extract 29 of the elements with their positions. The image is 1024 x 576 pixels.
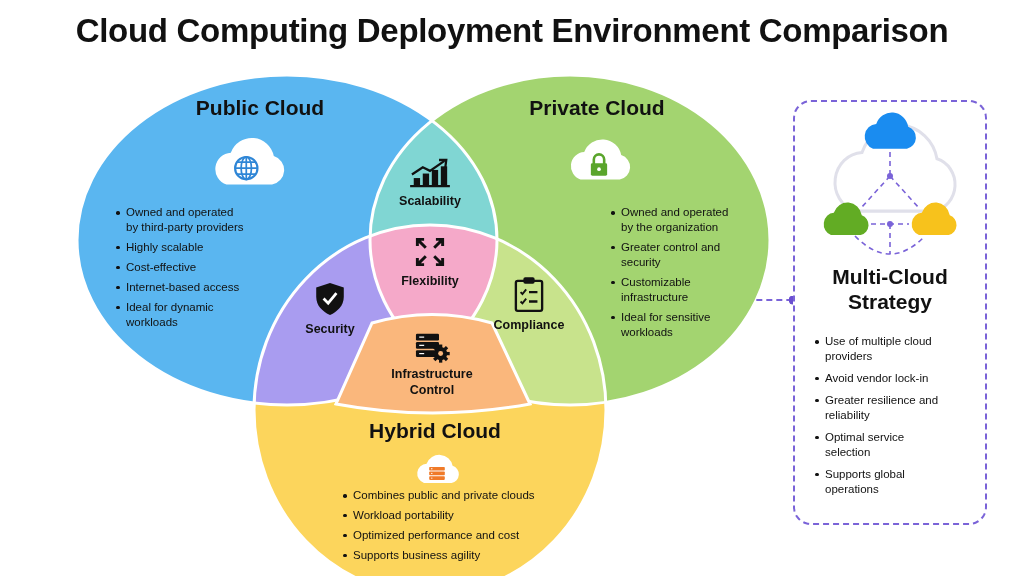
strategy-panel — [793, 100, 987, 525]
circle-heading: Private Cloud — [528, 95, 666, 121]
region-label: Infrastructure Control — [390, 367, 474, 399]
circle-heading: Public Cloud — [194, 95, 326, 121]
bullet-item: Highly scalable — [115, 239, 247, 255]
diagram-title: Cloud Computing Deployment Environment Comparison — [74, 12, 950, 50]
bullet-item: Supports business agility — [342, 547, 562, 563]
bullet-item: Workload portability — [342, 507, 562, 523]
bullet-item: Cost-effective — [115, 259, 247, 275]
bullet-item: Ideal for dynamic workloads — [115, 299, 247, 330]
bullet-item: Owned and operated by third-party providers — [115, 205, 247, 235]
bullet-item: Combines public and private clouds — [342, 488, 562, 503]
bullet-item: Customizable infrastructure — [610, 274, 740, 305]
bullet-item: Optimized performance and cost — [342, 527, 562, 543]
bullet-item: Owned and operated by the organization — [610, 205, 740, 235]
bullet-item: Greater control and security — [610, 239, 740, 270]
region-label: Security — [305, 322, 355, 338]
bullet-item: Avoid vendor lock-in — [814, 370, 942, 386]
bullet-item: Ideal for sensitive workloads — [610, 309, 740, 340]
region-label: Scalability — [399, 194, 461, 210]
bullet-item: Internet-based access — [115, 279, 247, 295]
bullet-item: Optimal service selection — [814, 429, 942, 460]
region-label: Flexibility — [401, 274, 459, 290]
bullet-item: Supports global operations — [814, 466, 942, 497]
panel-heading: Multi-Cloud Strategy — [831, 264, 949, 315]
region-label: Compliance — [493, 318, 565, 334]
bullet-item: Greater resilience and reliability — [814, 392, 942, 423]
bullet-item: Use of multiple cloud providers — [814, 334, 942, 364]
circle-heading: Hybrid Cloud — [368, 418, 502, 444]
